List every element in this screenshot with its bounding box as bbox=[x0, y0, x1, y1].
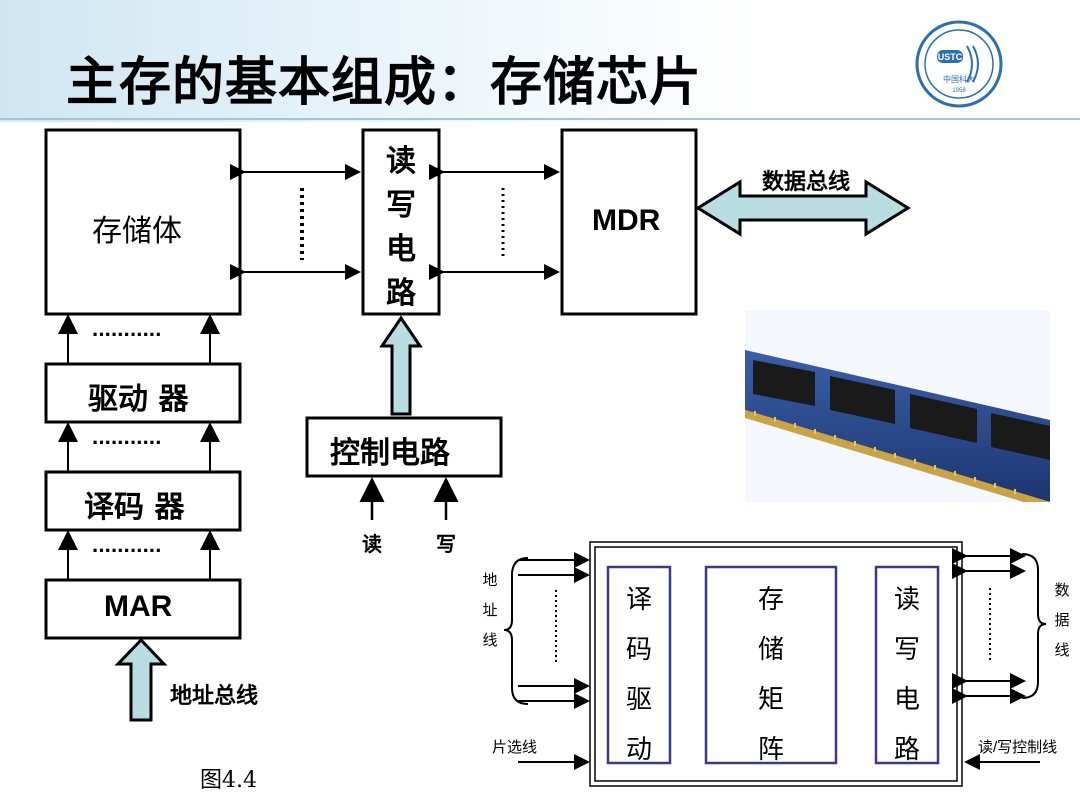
storage-label: 存储体 bbox=[92, 214, 182, 249]
chip-decoder-box bbox=[606, 565, 672, 765]
dots-row-3: ··········· bbox=[92, 538, 163, 563]
address-lines-label: 地 址 线 bbox=[482, 572, 498, 649]
data-bus-arrow bbox=[695, 179, 911, 237]
mdr-label: MDR bbox=[592, 204, 661, 237]
driver-label: 驱动 器 bbox=[88, 382, 189, 417]
storage-box bbox=[44, 128, 242, 316]
rw-circuit-label: 读 写 电 路 bbox=[386, 144, 416, 311]
dots-row-2: ··········· bbox=[92, 430, 163, 455]
decoder-label: 译码 器 bbox=[84, 490, 185, 525]
chip-decoder-label: 译 码 驱 动 bbox=[625, 585, 652, 765]
data-lines-label: 数 据 线 bbox=[1054, 582, 1070, 659]
decoder-box bbox=[44, 470, 242, 532]
chip-matrix-box bbox=[704, 565, 838, 765]
write-label: 写 bbox=[436, 532, 456, 556]
dots-row-1: ··········· bbox=[92, 322, 163, 347]
rw-circuit-box bbox=[361, 128, 441, 316]
chip-rw-box bbox=[874, 565, 940, 765]
control-arrow bbox=[379, 315, 423, 416]
logo-subtext: 中国科大 bbox=[943, 74, 975, 84]
read-label: 读 bbox=[362, 532, 382, 556]
data-bus-label: 数据总线 bbox=[762, 169, 851, 195]
control-label: 控制电路 bbox=[330, 436, 450, 471]
addr-brace bbox=[503, 557, 529, 705]
rw-control-label: 读/写控制线 bbox=[978, 739, 1058, 756]
page-title: 主存的基本组成：存储芯片 bbox=[66, 53, 703, 113]
driver-box bbox=[44, 362, 242, 424]
logo-text: USTC bbox=[938, 52, 963, 62]
control-box bbox=[305, 416, 503, 478]
mar-label: MAR bbox=[104, 590, 173, 623]
logo-year: 1958 bbox=[952, 88, 966, 94]
header-band bbox=[0, 0, 1080, 122]
mdr-box bbox=[560, 128, 698, 316]
address-bus-label: 地址总线 bbox=[170, 683, 259, 709]
figure-caption: 图4.4 bbox=[200, 768, 257, 793]
chip-rw-label: 读 写 电 路 bbox=[893, 585, 920, 765]
ustc-logo: USTC 中国科大 1958 bbox=[915, 20, 1003, 108]
chip-matrix-label: 存 储 矩 阵 bbox=[757, 585, 784, 765]
chip-select-label: 片选线 bbox=[492, 739, 538, 756]
mar-box bbox=[44, 578, 242, 640]
data-brace bbox=[1021, 553, 1047, 699]
address-bus-arrow bbox=[114, 637, 168, 722]
memory-module-photo bbox=[745, 310, 1050, 502]
header-rule bbox=[0, 118, 1080, 120]
